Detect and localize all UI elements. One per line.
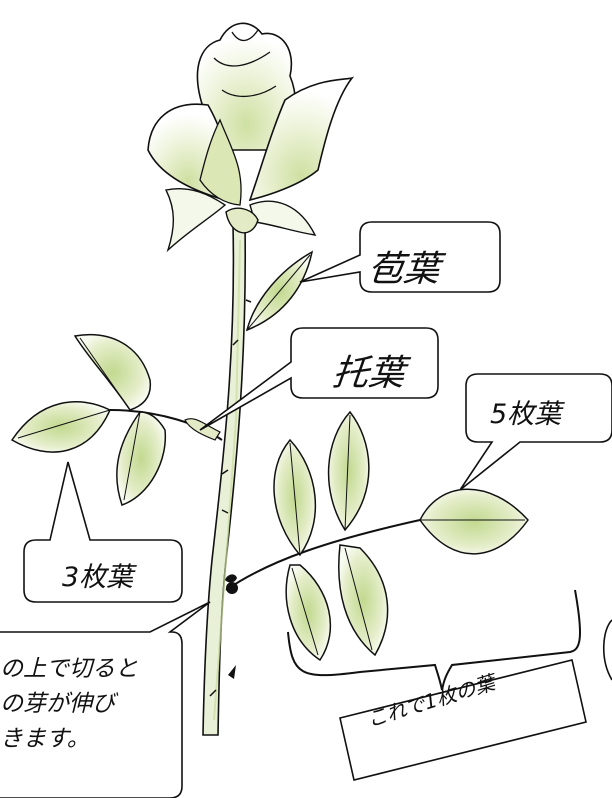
rose-bloom [147,22,355,253]
cut-note-text: の上で切ると の芽が伸び きます。 [0,656,138,752]
bud-dot [226,582,238,594]
five-leaflet-label: 5枚葉 [490,399,562,430]
leaf-bracket [287,589,581,691]
three-leaflet-label: 3枚葉 [62,562,134,593]
bract-leaf [245,250,314,332]
edge-partial-callout [602,619,612,681]
one-leaf-label-box [339,659,587,781]
stipule-label: 托葉 [330,353,407,394]
bract-callout-bubble [299,221,501,293]
five-leaflet-callout-bubble [459,373,612,491]
three-leaflet-callout-bubble [23,461,183,603]
five-leaflet-leaf [225,410,529,662]
bract-label: 苞葉 [365,249,442,290]
three-leaflet-leaf [10,334,223,506]
main-stem [202,224,252,736]
stipule-callout-bubble [199,327,439,431]
